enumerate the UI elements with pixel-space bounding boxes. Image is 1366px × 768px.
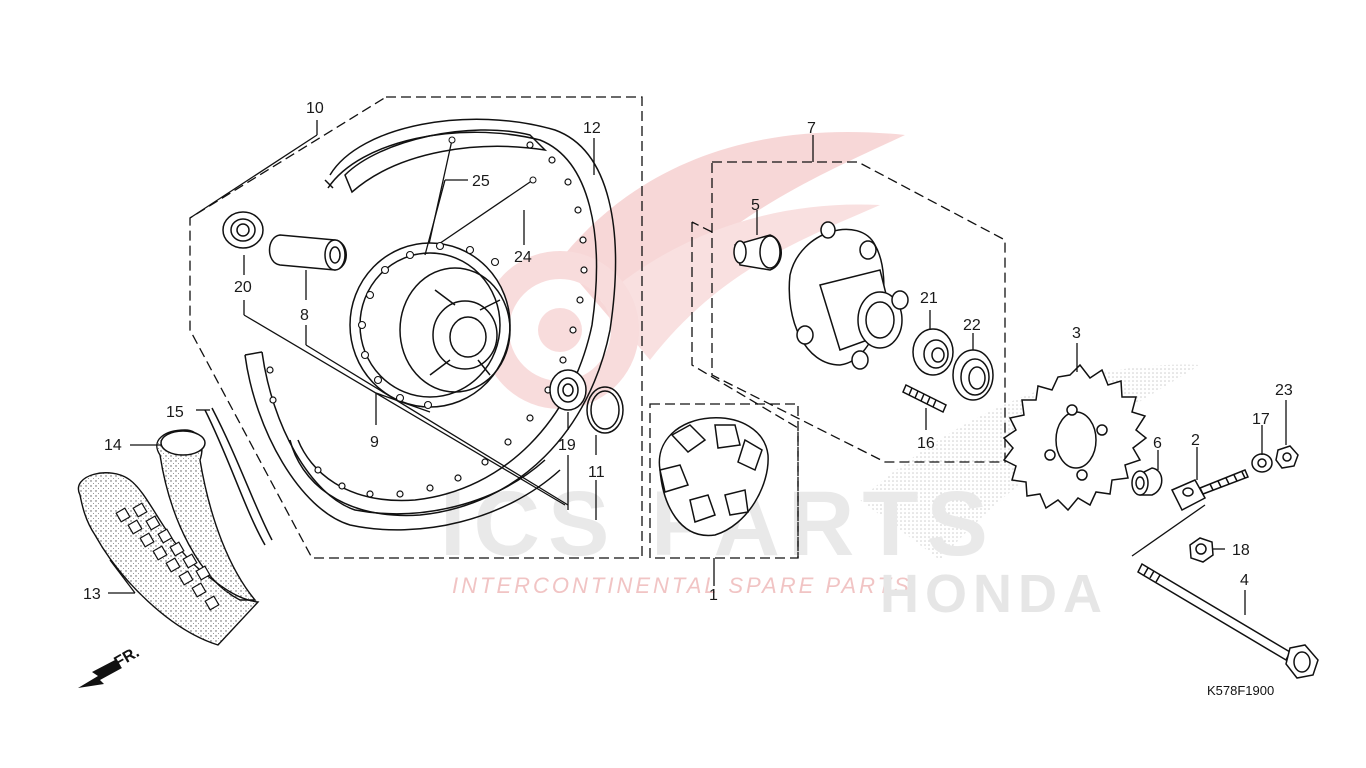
stud-16 — [902, 383, 947, 414]
wheel-damper-1 — [658, 417, 769, 537]
callout-23: 23 — [1275, 382, 1293, 399]
washer-17 — [1251, 453, 1273, 473]
callout-1: 1 — [709, 587, 718, 604]
bearing-19 — [549, 369, 587, 411]
tube-13 — [77, 472, 260, 646]
damper-group-boundary — [691, 221, 799, 558]
tire-14 — [156, 429, 257, 601]
hub-assembly-boundary — [711, 161, 1006, 463]
bearing-21 — [912, 328, 954, 376]
callout-13: 13 — [83, 586, 101, 603]
rim-band-15 — [204, 407, 273, 546]
leader-lines — [108, 120, 1287, 615]
sprocket-flange-hub — [788, 221, 909, 370]
callout-8: 8 — [300, 307, 309, 324]
callout-10: 10 — [306, 100, 324, 117]
callout-24: 24 — [514, 249, 532, 266]
chain-adjuster-2 — [1170, 469, 1249, 512]
callout-6: 6 — [1153, 435, 1162, 452]
diagram-code: K578F1900 — [1207, 683, 1274, 698]
callout-20: 20 — [234, 279, 252, 296]
watermark-honda: HONDA — [880, 564, 1108, 624]
callout-12: 12 — [583, 120, 601, 137]
bearing-20 — [222, 211, 264, 249]
callout-25: 25 — [472, 173, 490, 190]
nut-18 — [1189, 537, 1214, 563]
callout-21: 21 — [920, 290, 938, 307]
callout-17: 17 — [1252, 411, 1270, 428]
sprocket-3 — [1002, 363, 1148, 512]
wheel-hub — [349, 241, 511, 410]
callout-2: 2 — [1191, 432, 1200, 449]
damper-box-boundary — [649, 403, 799, 559]
callout-22: 22 — [963, 317, 981, 334]
callout-15: 15 — [166, 404, 184, 421]
wheel-rim — [244, 118, 617, 531]
callout-4: 4 — [1240, 572, 1249, 589]
callout-9: 9 — [370, 434, 379, 451]
callout-19: 19 — [558, 437, 576, 454]
oil-seal-22 — [952, 349, 994, 401]
callouts: 1 2 3 4 5 6 7 8 9 10 11 12 13 14 15 16 1… — [83, 100, 1293, 604]
callout-11: 11 — [588, 464, 605, 481]
collar-6 — [1131, 467, 1163, 496]
front-arrow: FR. — [78, 644, 142, 688]
callout-5: 5 — [751, 197, 760, 214]
collar-5 — [733, 234, 782, 271]
nut-23 — [1275, 445, 1299, 469]
distance-collar-8 — [268, 234, 347, 271]
callout-16: 16 — [917, 435, 935, 452]
callout-14: 14 — [104, 437, 122, 454]
callout-3: 3 — [1072, 325, 1081, 342]
o-ring-11 — [586, 386, 624, 434]
callout-18: 18 — [1232, 542, 1250, 559]
axle-4 — [1137, 562, 1319, 679]
rim-spoke-holes — [266, 141, 588, 498]
callout-7: 7 — [807, 120, 816, 137]
watermark-tagline: INTERCONTINENTAL SPARE PARTS — [452, 573, 912, 598]
